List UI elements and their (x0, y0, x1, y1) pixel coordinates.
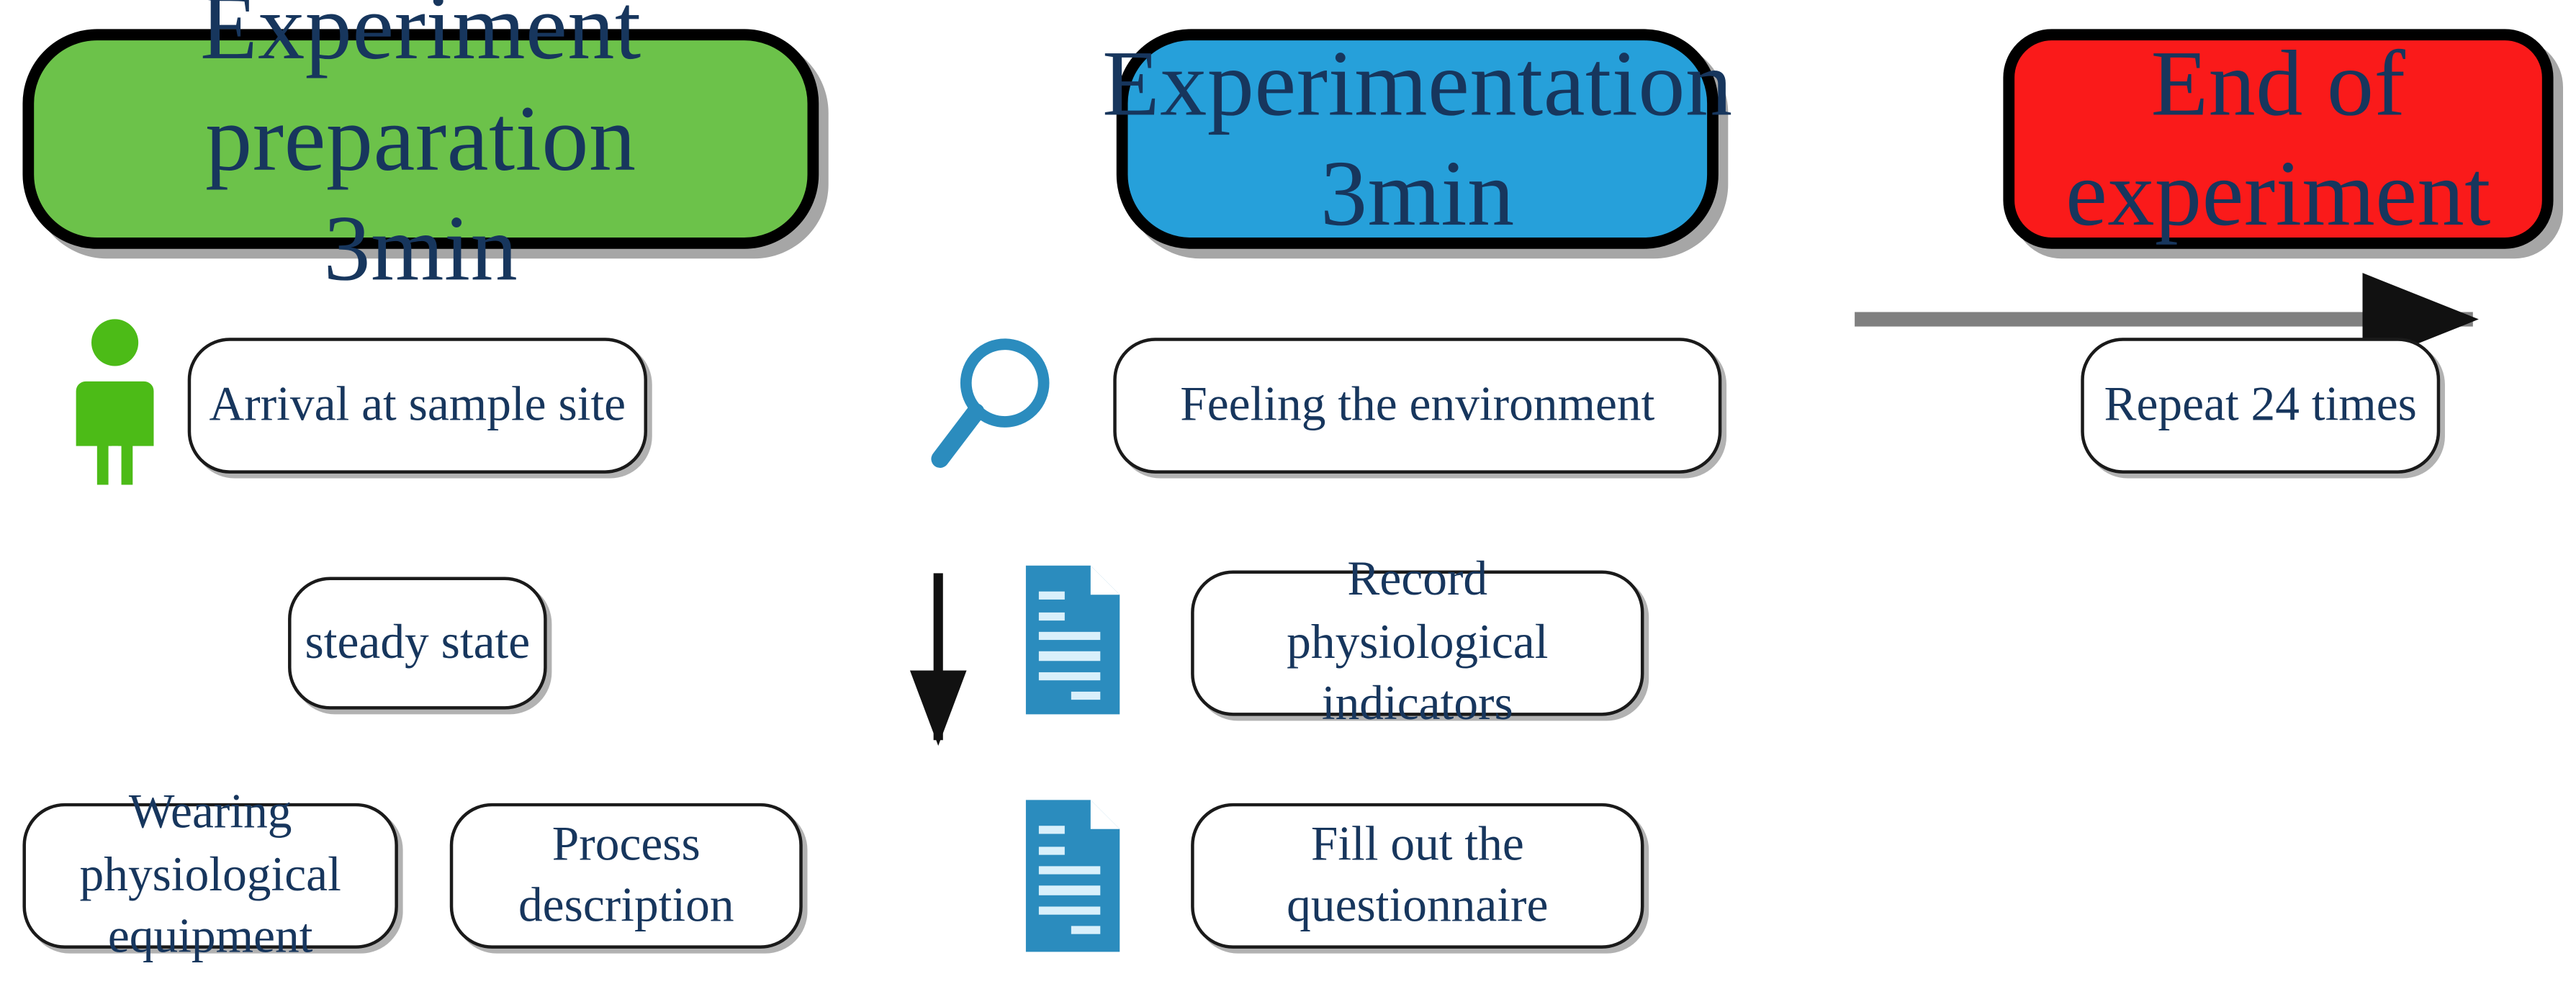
stage-box-experimentation[interactable]: Experimentation 3min (1102, 29, 1732, 249)
person-icon (65, 317, 165, 485)
document-icon (1022, 562, 1122, 718)
step-box-steady-state[interactable]: steady state (288, 577, 547, 710)
step-label-record-physiological-indicators: Record physiological indicators (1287, 553, 1549, 731)
stage-label-end-of-experiment: End of experiment (2066, 30, 2491, 246)
step-box-fill-out-the-questionnaire[interactable]: Fill out the questionnaire (1191, 803, 1644, 949)
stage-label-experiment-preparation: Experiment preparation 3min (200, 0, 641, 302)
step-label-fill-out-the-questionnaire: Fill out the questionnaire (1287, 817, 1549, 933)
step-box-arrival-at-sample-site[interactable]: Arrival at sample site (187, 338, 647, 474)
step-label-steady-state: steady state (305, 615, 531, 669)
stage-box-experiment-preparation[interactable]: Experiment preparation 3min (22, 0, 819, 301)
step-label-process-description: Process description (518, 817, 734, 933)
stage-box-end-of-experiment[interactable]: End of experiment (2003, 29, 2554, 249)
step-label-arrival-at-sample-site: Arrival at sample site (209, 377, 626, 431)
step-box-process-description[interactable]: Process description (449, 803, 803, 949)
step-label-repeat-24-times: Repeat 24 times (2104, 377, 2417, 431)
step-box-repeat-24-times[interactable]: Repeat 24 times (2081, 338, 2441, 474)
step-box-record-physiological-indicators[interactable]: Record physiological indicators (1191, 554, 1644, 731)
step-box-feeling-the-environment[interactable]: Feeling the environment (1113, 338, 1722, 474)
magnifier-icon (926, 333, 1055, 475)
step-label-wearing-physiological-equipment: Wearing physiological equipment (79, 786, 341, 964)
step-box-wearing-physiological-equipment[interactable]: Wearing physiological equipment (22, 786, 398, 964)
stage-label-experimentation: Experimentation 3min (1102, 30, 1733, 246)
step-label-feeling-the-environment: Feeling the environment (1180, 377, 1655, 431)
document-icon (1022, 797, 1122, 955)
